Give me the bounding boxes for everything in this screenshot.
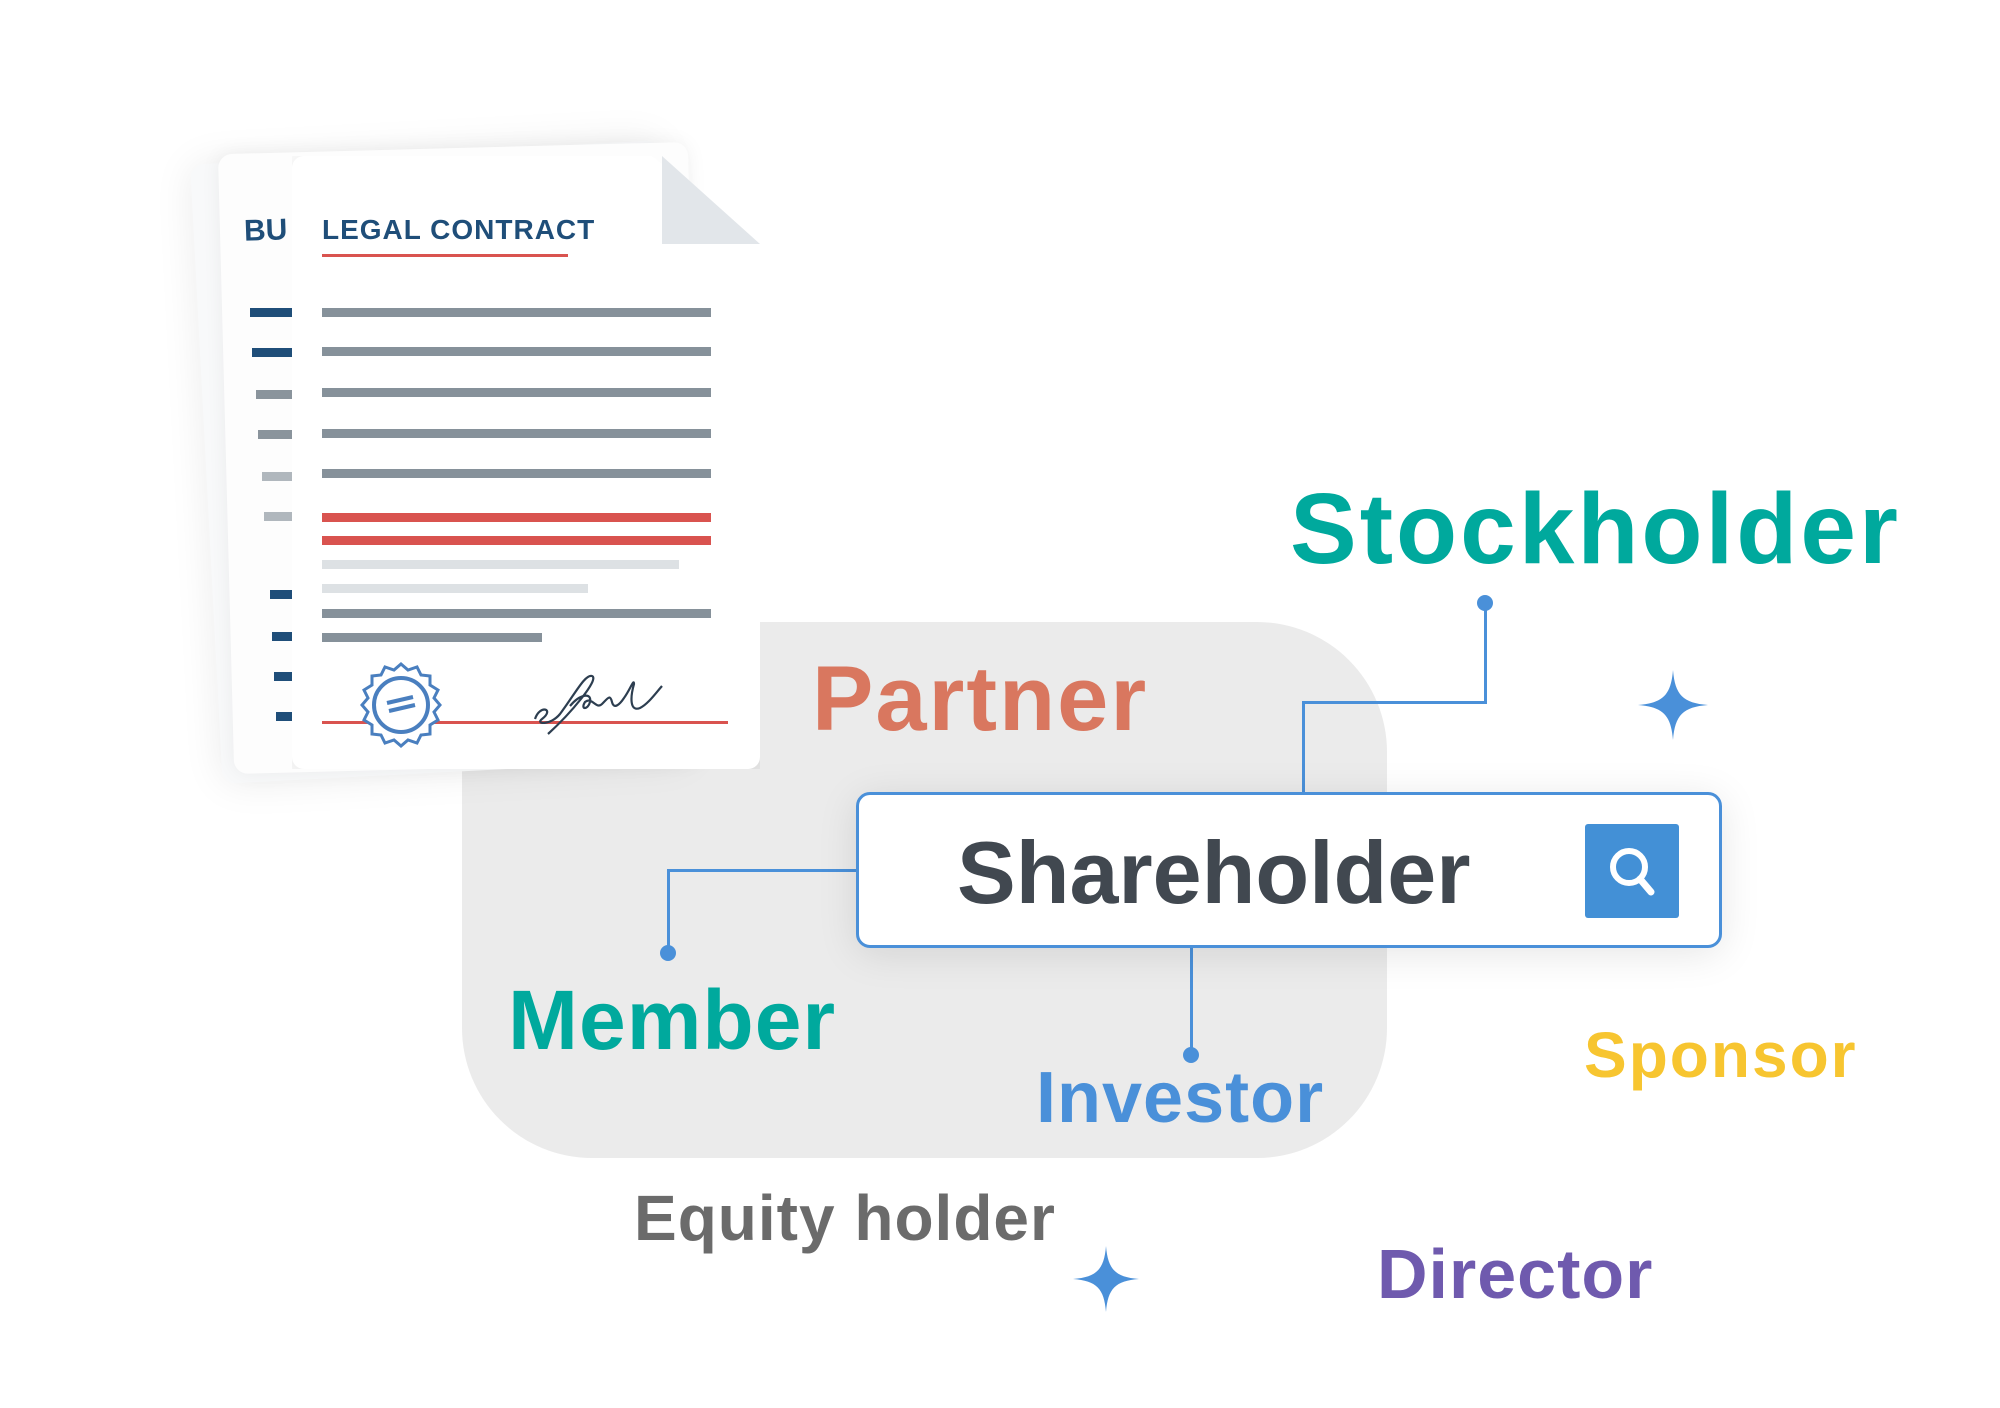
member-connector bbox=[667, 869, 670, 953]
legal-contract-title: LEGAL CONTRACT bbox=[322, 214, 596, 245]
stockholder-connector bbox=[1484, 603, 1487, 703]
term-member: Member bbox=[508, 973, 837, 1067]
term-sponsor: Sponsor bbox=[1584, 1019, 1858, 1091]
search-icon bbox=[1610, 848, 1655, 896]
signature-icon bbox=[533, 674, 663, 735]
term-equity-holder: Equity holder bbox=[634, 1182, 1056, 1254]
back-document-title: BU bbox=[243, 213, 288, 248]
stockholder-connector bbox=[1302, 701, 1487, 704]
term-investor: Investor bbox=[1036, 1058, 1325, 1138]
member-connector-dot bbox=[660, 945, 676, 961]
stockholder-connector bbox=[1302, 701, 1305, 793]
search-input-value: Shareholder bbox=[957, 823, 1471, 922]
sparkle-icon bbox=[1073, 1246, 1139, 1312]
search-button[interactable] bbox=[1585, 824, 1679, 918]
sparkle-icon bbox=[1638, 670, 1708, 740]
search-input[interactable] bbox=[856, 792, 1722, 948]
term-stockholder: Stockholder bbox=[1290, 473, 1901, 585]
member-connector bbox=[668, 869, 858, 872]
term-director: Director bbox=[1377, 1235, 1654, 1313]
seal-icon bbox=[360, 662, 442, 748]
legal-contract-document bbox=[292, 156, 760, 769]
investor-connector bbox=[1190, 948, 1193, 1052]
investor-connector-dot bbox=[1183, 1047, 1199, 1063]
term-partner: Partner bbox=[812, 648, 1149, 750]
